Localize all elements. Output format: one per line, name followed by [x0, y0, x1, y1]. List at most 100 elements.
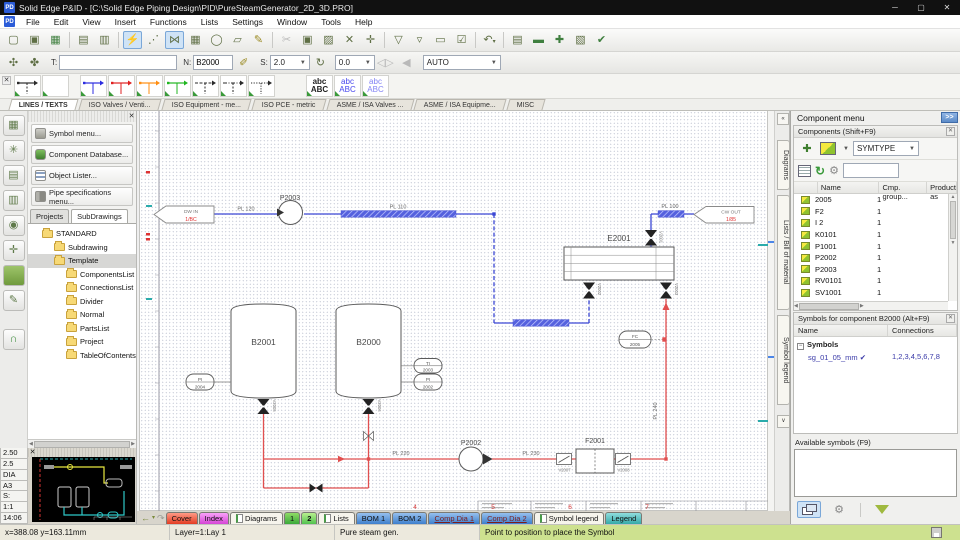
rotate-icon[interactable]: ↻ [311, 54, 330, 72]
replace-symbol-icon[interactable]: ✤ [25, 54, 44, 72]
symbol-list-view-icon[interactable] [797, 501, 821, 518]
palette-empty-cell[interactable] [42, 75, 69, 97]
symbol-link[interactable]: sg_01_05_mm [808, 353, 858, 362]
tree-item-partslist[interactable]: PartsList [28, 322, 136, 336]
tree-item-normal[interactable]: Normal [28, 308, 136, 322]
flyout-more-icon[interactable]: ∨ [777, 415, 790, 428]
field-icon[interactable]: ▦ [186, 31, 205, 49]
menu-lists[interactable]: Lists [194, 17, 225, 27]
circle-icon[interactable]: ◯ [207, 31, 226, 49]
insulated-pipe-pl110[interactable] [341, 211, 456, 218]
menu-file[interactable]: File [19, 17, 47, 27]
pipe-connect-icon[interactable]: ⋈ [165, 31, 184, 49]
pipe-specifications-button[interactable]: Pipe specifications menu... [31, 187, 133, 206]
components-hscrollbar[interactable]: ◀▶ [794, 301, 948, 310]
flyout-tab-symbol-legend[interactable]: Symbol legend [777, 315, 790, 405]
print-batch-icon[interactable]: ▥ [95, 31, 114, 49]
print-icon[interactable]: ▤ [74, 31, 93, 49]
close-icon[interactable]: ✕ [946, 314, 955, 323]
minimize-icon[interactable]: ─ [882, 3, 908, 12]
pan-tool-icon[interactable]: ✛ [3, 240, 25, 261]
flyout-tab-lists[interactable]: Lists / Bill of material [777, 195, 790, 310]
paste-icon[interactable]: ▨ [319, 31, 338, 49]
component-row[interactable]: P20021 [794, 252, 957, 264]
component-row[interactable]: K01011 [794, 229, 957, 241]
symbol-name-input[interactable] [193, 55, 233, 70]
save-icon[interactable]: ▦ [46, 31, 65, 49]
close-icon[interactable]: ✕ [946, 127, 955, 136]
object-list-tool-icon[interactable]: ▥ [3, 190, 25, 211]
sheet-tab-index[interactable]: Index [199, 512, 229, 524]
hatch-lines-icon[interactable]: ⋰ [144, 31, 163, 49]
menu-help[interactable]: Help [348, 17, 379, 27]
copy-icon[interactable]: ▣ [298, 31, 317, 49]
sheet-tab-2[interactable]: 2 [301, 512, 317, 524]
sheet-tab-diagrams[interactable]: Diagrams [230, 512, 283, 524]
palette-line-blue[interactable] [80, 75, 107, 97]
insulated-pipe-branch[interactable] [513, 320, 569, 327]
menu-insert[interactable]: Insert [108, 17, 143, 27]
tree-item-subdrawing[interactable]: Subdrawing [28, 241, 136, 255]
expand-panel-button[interactable]: >> [941, 112, 958, 123]
menu-tools[interactable]: Tools [314, 17, 348, 27]
menu-window[interactable]: Window [270, 17, 314, 27]
palette-line-orange[interactable] [136, 75, 163, 97]
palette-text-blue[interactable]: abcABC [334, 75, 361, 97]
component-database-button[interactable]: Component Database... [31, 145, 133, 164]
canvas-scrollbar[interactable] [768, 111, 775, 511]
layers-tool-icon[interactable]: ▤ [3, 165, 25, 186]
tank-b2001[interactable] [231, 304, 296, 398]
available-symbols-box[interactable] [794, 449, 957, 497]
palette-line-green[interactable] [164, 75, 191, 97]
mirror-mode-select[interactable]: AUTO▼ [423, 55, 501, 70]
settings-gear-icon[interactable]: ⚙ [827, 501, 851, 518]
object-lister-button[interactable]: Object Lister... [31, 166, 133, 185]
palette-line-black[interactable] [14, 75, 41, 97]
flyout-tab-diagrams[interactable]: Diagrams [777, 140, 790, 190]
open-project-icon[interactable]: ▣ [25, 31, 44, 49]
table-view-icon[interactable] [798, 165, 811, 177]
palette-line-dotted[interactable] [248, 75, 275, 97]
filter-down-icon[interactable]: ▽ [389, 31, 408, 49]
report-icon[interactable]: ▤ [508, 31, 527, 49]
menu-settings[interactable]: Settings [225, 17, 270, 27]
component-row[interactable]: F21 [794, 206, 957, 218]
palette-tab-lines-texts[interactable]: LINES / TEXTS [8, 99, 78, 110]
palette-line-dashdot[interactable] [220, 75, 247, 97]
tree-item-tableofcontents[interactable]: TableOfContents [28, 349, 136, 363]
add-symbol-icon[interactable]: ✚ [550, 31, 569, 49]
sheet-tab-bom1[interactable]: BOM 1 [356, 512, 391, 524]
insulated-pipe-pl100[interactable] [658, 211, 684, 218]
tab-projects[interactable]: Projects [30, 209, 69, 223]
collapse-panel-icon[interactable]: « [777, 113, 789, 125]
spellcheck-icon[interactable]: ✔ [592, 31, 611, 49]
gear-icon[interactable]: ⚙ [829, 164, 839, 177]
tree-item-componentslist[interactable]: ComponentsList [28, 268, 136, 282]
palette-text-black[interactable]: abcABC [306, 75, 333, 97]
collapse-icon[interactable]: − [797, 343, 804, 350]
place-symbol-icon[interactable]: ✣ [4, 54, 23, 72]
frame-icon[interactable]: ▭ [431, 31, 450, 49]
close-icon[interactable]: ✕ [934, 3, 960, 12]
menu-functions[interactable]: Functions [143, 17, 194, 27]
tree-item-connectionslist[interactable]: ConnectionsList [28, 281, 136, 295]
panel-close-icon[interactable]: ✕ [127, 113, 136, 121]
back-arrow-icon[interactable]: ← [141, 512, 150, 524]
filter-up-icon[interactable]: ▿ [410, 31, 429, 49]
mode-button-icon[interactable] [3, 265, 25, 286]
refresh-tool-icon[interactable]: ∩ [3, 329, 25, 350]
symbol-color-swatch[interactable] [820, 142, 836, 155]
palette-tab-asme-equipment[interactable]: ASME / ISA Equipme... [414, 99, 507, 110]
cut-icon[interactable]: ✂ [277, 31, 296, 49]
tree-horizontal-scrollbar[interactable]: ◀▶ [28, 439, 136, 448]
undo-icon[interactable]: ↶▾ [480, 31, 499, 49]
preview-canvas[interactable] [32, 457, 135, 522]
history-dropdown-icon[interactable]: ▾ [152, 512, 155, 524]
pump-p2002[interactable] [459, 447, 483, 471]
notebook-icon[interactable]: ▬ [529, 31, 548, 49]
menu-view[interactable]: View [75, 17, 107, 27]
refresh-icon[interactable]: ↻ [815, 164, 825, 178]
sheet-tab-legend[interactable]: Legend [605, 512, 642, 524]
tank-b2000[interactable] [336, 304, 401, 398]
tree-item-template[interactable]: Template [28, 254, 136, 268]
